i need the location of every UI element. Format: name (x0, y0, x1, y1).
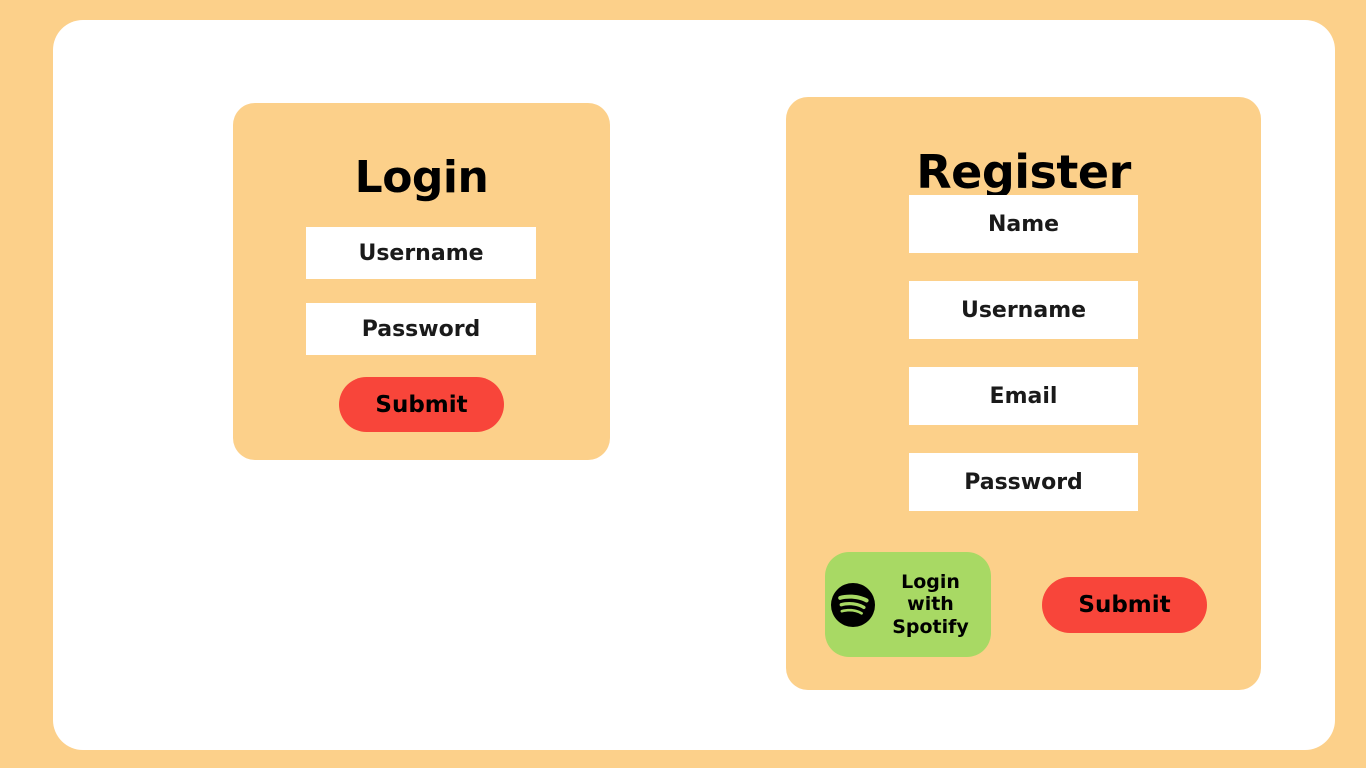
register-submit-button[interactable]: Submit (1042, 577, 1207, 633)
login-with-spotify-button[interactable]: Login with Spotify (825, 552, 991, 657)
register-email-field[interactable]: Email (909, 367, 1138, 425)
login-fields: Username Password (306, 227, 536, 379)
spotify-button-label: Login with Spotify (892, 571, 969, 638)
content-surface: Login Username Password Submit Register … (53, 20, 1335, 750)
register-name-field[interactable]: Name (909, 195, 1138, 253)
login-password-field[interactable]: Password (306, 303, 536, 355)
register-fields: Name Username Email Password (909, 195, 1138, 539)
register-username-field[interactable]: Username (909, 281, 1138, 339)
login-title: Login (354, 152, 489, 204)
spotify-icon (831, 582, 875, 627)
register-password-field[interactable]: Password (909, 453, 1138, 511)
register-title: Register (916, 144, 1131, 199)
login-username-field[interactable]: Username (306, 227, 536, 279)
login-submit-button[interactable]: Submit (339, 377, 504, 432)
